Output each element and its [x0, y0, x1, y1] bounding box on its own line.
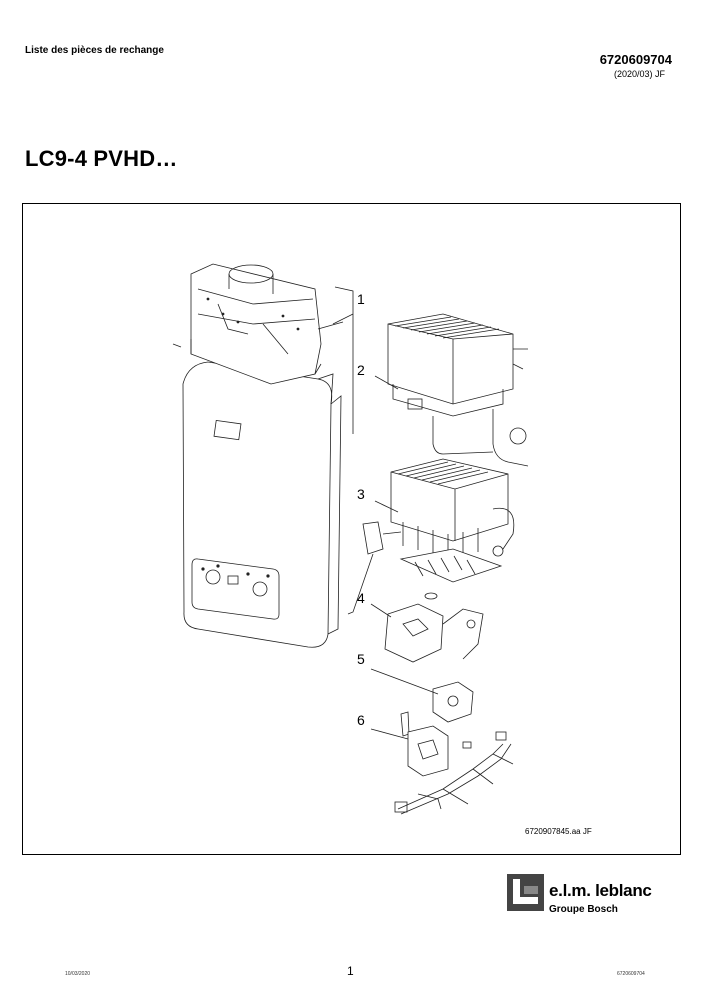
- heat-exchanger: [387, 313, 529, 467]
- ignition-electrode: [347, 521, 402, 615]
- appliance-casing: [182, 361, 342, 648]
- injector-rail: [399, 548, 503, 600]
- leader-line-1: [332, 286, 354, 434]
- leader-line-2: [374, 375, 399, 390]
- footer-date: 10/03/2020: [65, 971, 91, 977]
- exploded-view-frame: 1 2 3 4 5 6 6720907845.aa JF: [22, 203, 681, 855]
- callout-6: 6: [357, 712, 365, 728]
- callout-3: 3: [357, 486, 365, 502]
- callout-4: 4: [357, 590, 365, 606]
- document-type: Liste des pièces de rechange: [25, 45, 164, 56]
- wiring-harness: [394, 731, 514, 815]
- callout-2: 2: [357, 362, 365, 378]
- burner: [390, 458, 515, 558]
- callout-5: 5: [357, 651, 365, 667]
- leader-line-4: [370, 603, 392, 618]
- footer-code: 6720609704: [617, 971, 645, 977]
- logo-mark-icon: [507, 874, 544, 911]
- leader-line-3: [374, 500, 399, 513]
- page-number: 1: [347, 964, 354, 978]
- flue-hood: [172, 263, 344, 385]
- model-title: LC9-4 PVHD…: [25, 146, 178, 171]
- leader-line-5: [370, 668, 439, 695]
- callout-1: 1: [357, 291, 365, 307]
- leader-line-6: [370, 728, 409, 740]
- figure-reference: 6720907845.aa JF: [525, 827, 592, 836]
- document-number: 6720609704: [599, 52, 672, 67]
- gas-valve: [384, 603, 484, 663]
- water-valve: [432, 681, 474, 723]
- document-edition: (2020/03) JF: [613, 69, 665, 79]
- brand-name: e.l.m. leblanc: [549, 881, 652, 900]
- control-unit: [400, 711, 449, 777]
- brand-logo: e.l.m. leblanc Groupe Bosch: [507, 874, 667, 924]
- brand-subtitle: Groupe Bosch: [549, 904, 618, 915]
- exploded-view-drawing: [172, 263, 529, 815]
